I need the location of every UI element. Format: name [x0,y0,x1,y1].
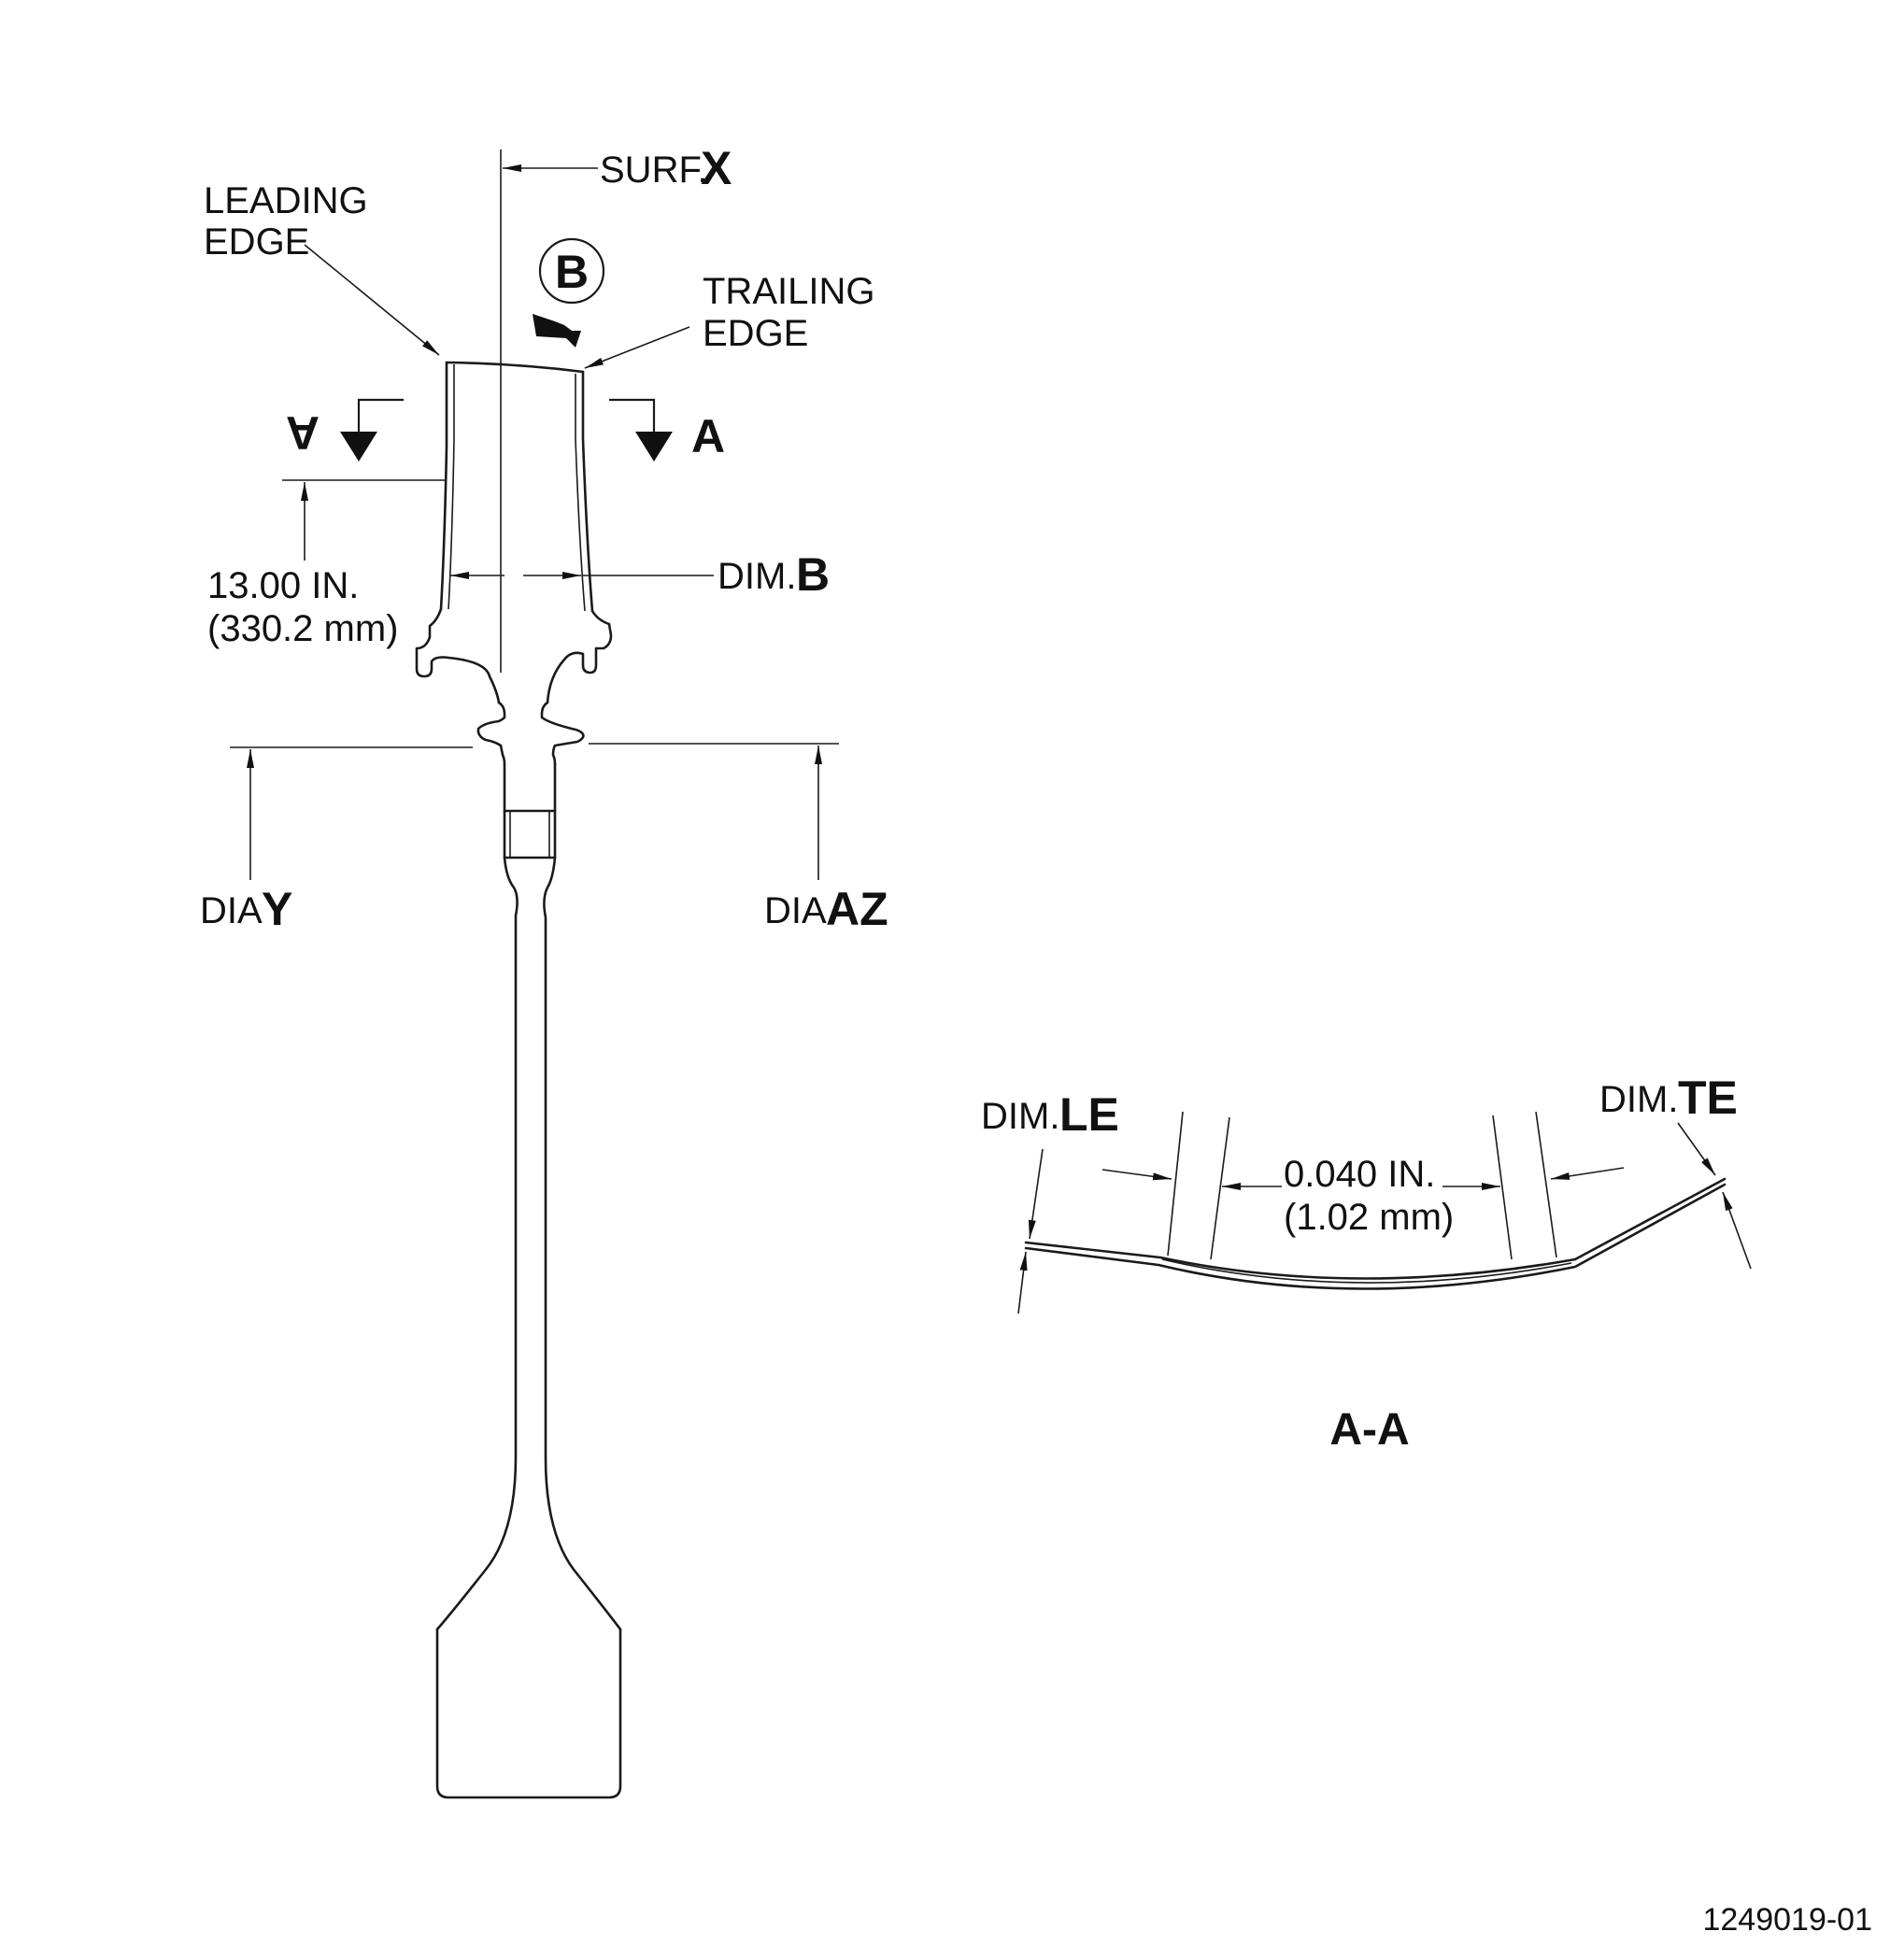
height-in: 13.00 IN. [207,565,359,606]
thickness-arrow-right-outer [1550,1167,1625,1180]
section-a-a-profile [1024,1177,1727,1290]
leading-edge-leader [304,244,440,356]
dia-y-prefix: DIA [200,890,263,931]
thickness-ext-4 [1535,1111,1557,1258]
section-title: A-A [1329,1405,1409,1455]
trailing-edge-label-2: EDGE [703,313,808,354]
thickness-in: 0.040 IN. [1284,1154,1435,1195]
section-right-letter: A [691,410,725,462]
dim-b-prefix: DIM. [718,556,796,597]
section-marker-left: A [286,398,404,462]
dim-b-letter: B [796,548,830,601]
surf-prefix: SURF. [600,149,708,191]
trailing-edge-label-1: TRAILING [703,271,874,312]
thickness-arrow-left-outer [1101,1169,1172,1181]
dim-le-prefix: DIM. [981,1096,1059,1137]
thickness-ext-1 [1167,1111,1184,1257]
leading-edge-label-2: EDGE [204,221,309,263]
view-b-callout: B [533,237,605,348]
thickness-mm: (1.02 mm) [1284,1197,1454,1238]
view-b-arrow [533,314,581,348]
thickness-ext-2 [1210,1116,1230,1260]
dim-le-leader-top [1028,1148,1044,1240]
trailing-edge-leader [584,326,690,369]
surf-letter: X [701,142,732,194]
dim-te-prefix: DIM. [1599,1079,1678,1120]
height-mm: (330.2 mm) [207,608,399,649]
dim-le-leader-bottom [1017,1251,1028,1314]
section-marker-right: A [609,398,725,462]
drawing-number: 1249019-01 [1702,1902,1872,1938]
dim-te-leader-bottom [1722,1191,1752,1270]
view-b-letter: B [555,246,589,298]
leading-edge-label-1: LEADING [204,180,368,221]
dia-az-prefix: DIA [764,890,827,931]
blade-outline [415,361,622,1799]
section-left-letter: A [286,406,320,459]
dim-le-letter: LE [1059,1088,1119,1141]
dia-y-letter: Y [262,883,292,935]
thickness-ext-3 [1492,1115,1513,1260]
dia-az-letter: AZ [826,883,888,935]
dim-te-letter: TE [1678,1072,1738,1124]
dim-te-leader-top [1677,1122,1716,1176]
